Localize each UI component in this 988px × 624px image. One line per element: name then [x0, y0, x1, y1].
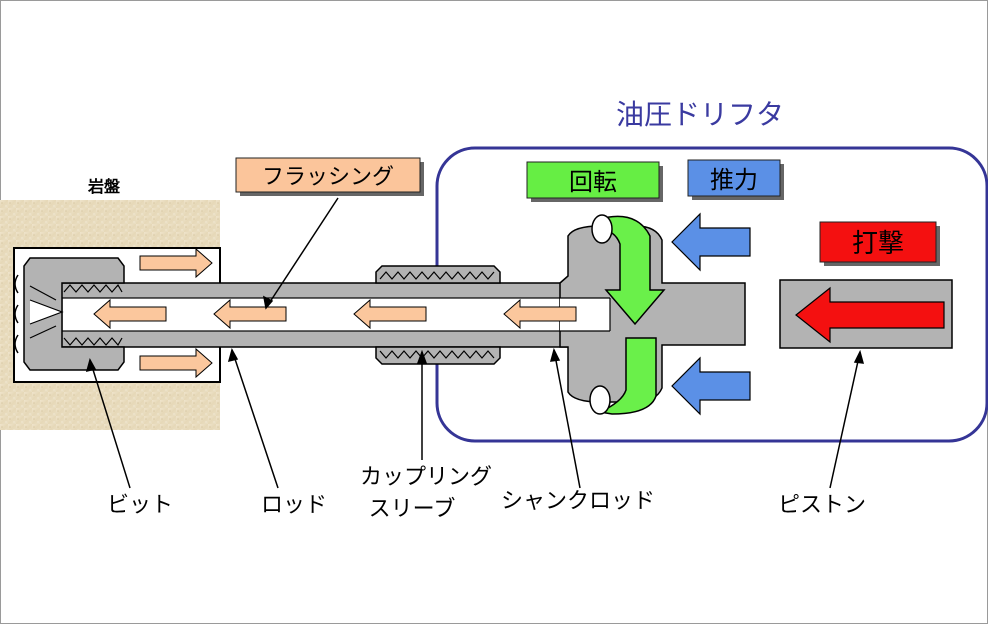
rotation-icon — [589, 214, 666, 415]
impact-label-box — [819, 221, 940, 266]
coupling-label-line2: スリーブ — [369, 497, 456, 522]
flushing-label-box — [235, 157, 424, 196]
thrust-label: 推力 — [710, 166, 758, 194]
thrust-arrows — [671, 212, 751, 416]
thrust-label-box — [687, 159, 784, 200]
piston-label: ピストン — [778, 493, 866, 518]
impact-label: 打撃 — [852, 229, 904, 259]
piston — [779, 279, 953, 349]
leader-lines — [85, 197, 865, 489]
shank-rod-label: シャンクロッド — [501, 489, 655, 514]
rock-label: 岩盤 — [87, 177, 121, 196]
drill-bit — [14, 257, 125, 371]
rod-label: ロッド — [261, 493, 327, 518]
shank-rod — [559, 225, 746, 403]
coupling-label-line1: カップリング — [360, 465, 492, 490]
coupling-sleeve — [375, 265, 501, 365]
flushing-arrows — [93, 247, 577, 379]
rotation-label: 回転 — [569, 168, 617, 196]
bit-label: ビット — [107, 493, 173, 518]
rotation-label-box — [526, 161, 663, 202]
drifter-title: 油圧ドリフタ — [616, 98, 784, 131]
flushing-label: フラッシング — [262, 165, 394, 190]
